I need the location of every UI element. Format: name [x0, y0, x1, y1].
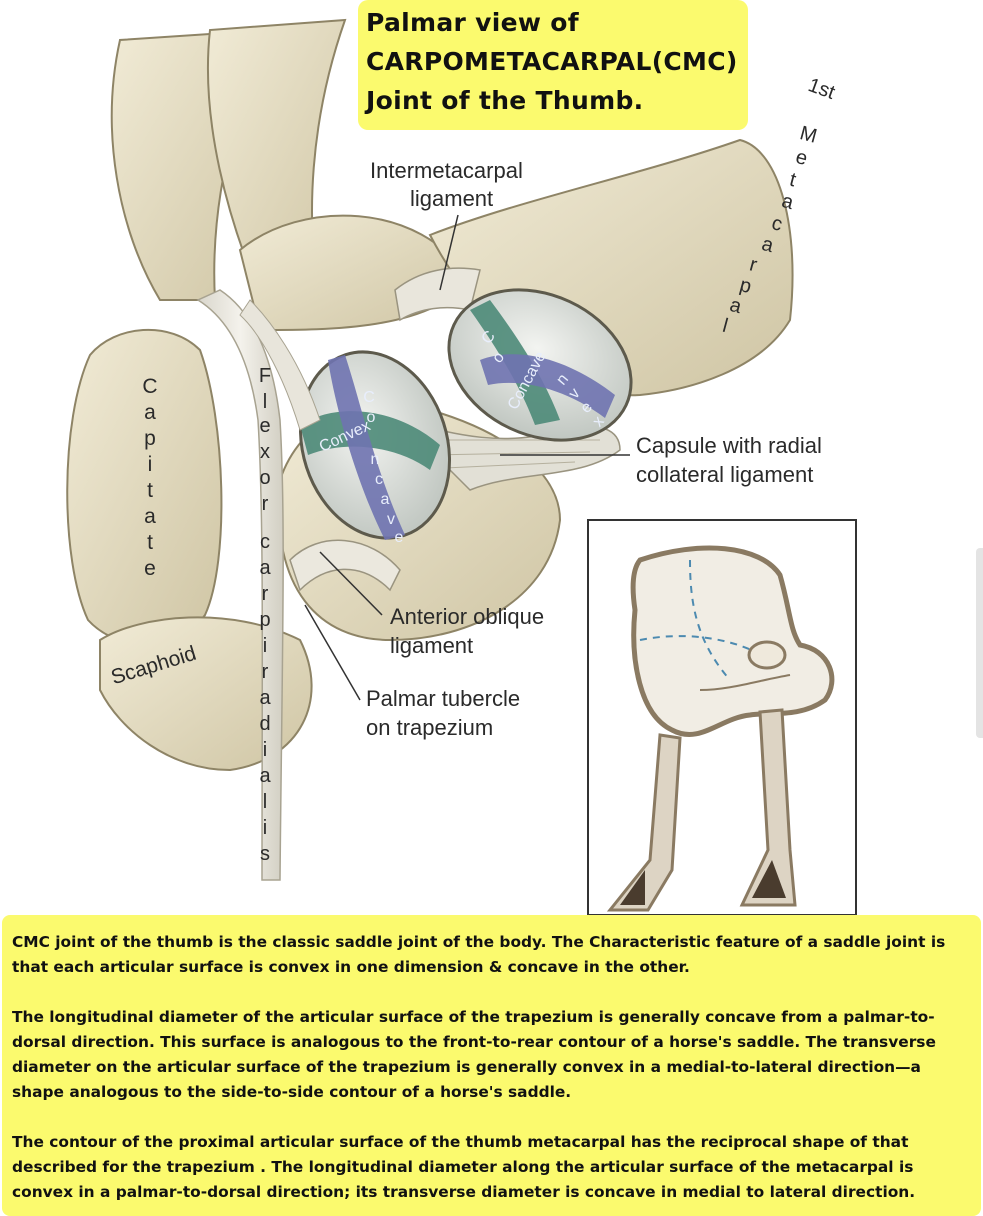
capitate-letter: e [144, 557, 156, 580]
flexor-letter: l [262, 391, 268, 413]
inset-longitudinal-dashes [689, 559, 731, 681]
trap-concave-letter: e [394, 529, 404, 546]
metacarpal-convex-band [480, 354, 615, 418]
flexor-letter: r [261, 583, 269, 605]
flexor-letter: l [262, 791, 268, 813]
title-line-1: Palmar view of [366, 8, 579, 37]
capitate-letter: a [144, 401, 156, 424]
capitate-letter: p [144, 427, 156, 450]
label-capsule-1: Capsule with radial [636, 433, 822, 458]
trap-concave-letter: a [380, 491, 390, 508]
capitate-letter: t [147, 531, 153, 554]
trap-concave-letter: C [363, 389, 375, 406]
flexor-letter: a [259, 687, 271, 709]
trap-concave-letter: c [375, 471, 383, 488]
flexor-letter: c [260, 531, 270, 553]
description-paragraph-3: The contour of the proximal articular su… [12, 1133, 916, 1201]
label-palmar-tubercle-1: Palmar tubercle [366, 686, 521, 711]
edge-handle [976, 548, 983, 738]
inset-saddle-shape [630, 545, 835, 737]
trap-concave-letter: v [387, 511, 395, 528]
flexor-letter: a [259, 557, 271, 579]
capitate-letter: i [147, 453, 153, 476]
capitate-bone [66, 329, 223, 645]
intermetacarpal-leader [439, 214, 459, 291]
label-intermetacarpal-2: ligament [410, 186, 494, 211]
inset-right-post [739, 708, 797, 907]
label-anterior-oblique-2: ligament [390, 633, 474, 658]
scaphoid-bone [99, 616, 313, 772]
flexor-letter: a [259, 765, 271, 787]
flexor-letter: e [259, 415, 271, 437]
title-line-3: Joint of the Thumb. [366, 86, 644, 115]
description-paragraph-1: CMC joint of the thumb is the classic sa… [12, 933, 946, 976]
anterior-oblique-ligament [289, 539, 401, 592]
capitate-letter: a [144, 505, 156, 528]
flexor-letter: i [262, 817, 268, 839]
label-palmar-tubercle-2: on trapezium [366, 715, 494, 740]
flexor-letter: d [259, 713, 271, 735]
trap-concave-letter: n [370, 451, 380, 468]
description-paragraph-2: The longitudinal diameter of the articul… [12, 1008, 936, 1101]
anterior-oblique-leader [319, 551, 383, 616]
flexor-letter: x [260, 441, 270, 463]
flexor-letter: r [261, 661, 269, 683]
inset-tubercle [747, 640, 787, 670]
label-intermetacarpal-1: Intermetacarpal [370, 158, 523, 183]
title-line-2: CARPOMETACARPAL(CMC) [366, 47, 738, 76]
flexor-letter: F [258, 365, 272, 387]
flexor-letter: i [262, 739, 268, 761]
trap-concave-letter: o [366, 409, 376, 426]
flexor-letter: i [262, 635, 268, 657]
flexor-letter: o [259, 467, 271, 489]
palmar-tubercle-leader [304, 604, 361, 701]
label-anterior-oblique-1: Anterior oblique [390, 604, 545, 629]
flexor-letter: s [260, 843, 270, 865]
flexor-letter: p [259, 609, 271, 631]
intermetacarpal-ligament [394, 267, 481, 322]
title-box [358, 0, 748, 130]
label-capsule-2: collateral ligament [636, 462, 814, 487]
flexor-letter: r [261, 493, 269, 515]
description-box [2, 915, 981, 1216]
capitate-letter: C [142, 375, 158, 398]
flexor-carpi-radialis-tendon [196, 289, 284, 881]
capitate-letter: t [147, 479, 153, 502]
trapezium-concave-band [328, 355, 405, 540]
inset-left-post [606, 733, 682, 912]
